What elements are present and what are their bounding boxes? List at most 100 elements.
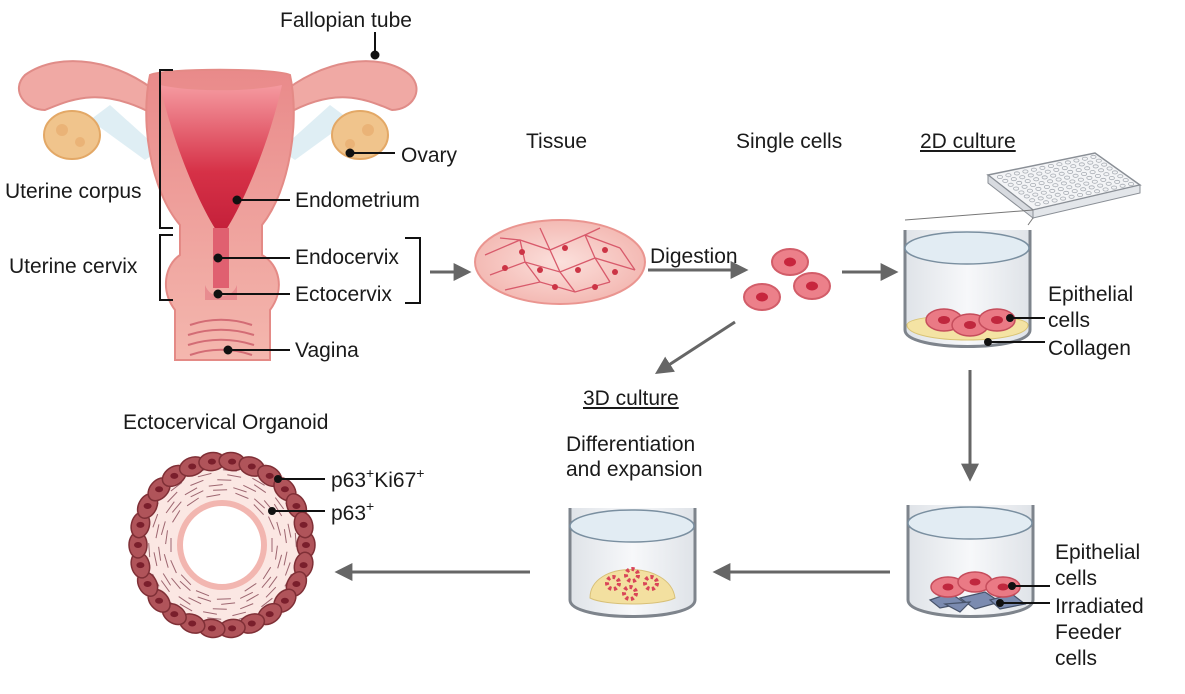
- organoid-fiber: [244, 582, 257, 592]
- single-cells: [743, 248, 831, 311]
- organoid-fiber: [197, 596, 212, 602]
- organoid-fiber: [253, 504, 264, 515]
- plate-well: [1072, 173, 1079, 178]
- organoid-cell-nucleus: [299, 562, 308, 569]
- organoid-fiber: [155, 524, 160, 539]
- label-feeder-epithelial-1: Epithelial: [1055, 541, 1141, 564]
- plate-well: [1066, 185, 1073, 190]
- plate-well: [1081, 171, 1088, 176]
- plate-well: [1100, 177, 1107, 182]
- p63-sup: +: [366, 465, 375, 481]
- plate-well: [1095, 158, 1102, 163]
- vagina-folds: [187, 318, 255, 356]
- organoid-fiber: [165, 530, 168, 545]
- label-uterine-corpus: Uterine corpus: [5, 180, 142, 203]
- label-single-cells: Single cells: [736, 130, 843, 153]
- organoid-fiber: [165, 501, 175, 514]
- organoid-fiber: [213, 489, 228, 491]
- plate-well: [1035, 186, 1042, 191]
- organoid-cell-nucleus: [247, 463, 256, 470]
- plate-well: [1043, 184, 1050, 189]
- organoid-cell-nucleus: [188, 620, 197, 627]
- organoid-fiber: [268, 576, 278, 588]
- organoid-fiber: [152, 513, 159, 528]
- organoid-cell-nucleus: [136, 521, 145, 528]
- plate-well: [1075, 168, 1082, 173]
- label-uterine-cervix: Uterine cervix: [9, 255, 138, 278]
- organoid-fiber: [261, 597, 273, 608]
- plate-well: [1021, 184, 1028, 189]
- plate-well: [1047, 179, 1054, 184]
- plate-well: [1051, 198, 1058, 203]
- organoid-fiber: [171, 501, 182, 513]
- plate-well: [1002, 178, 1009, 183]
- ovary-left: [43, 110, 101, 160]
- organoid-cell-nucleus: [188, 463, 197, 470]
- plate-well: [1013, 171, 1020, 176]
- plate-well: [1064, 160, 1071, 165]
- organoid-fiber: [188, 597, 202, 605]
- organoid-fiber: [253, 484, 267, 494]
- plate-well: [1071, 189, 1078, 194]
- plate-well: [1052, 183, 1059, 188]
- organoid-fiber: [283, 551, 288, 566]
- organoid-cell-nucleus: [134, 542, 142, 548]
- organoid-fiber: [252, 477, 265, 486]
- organoid-cell-nucleus: [247, 620, 256, 627]
- plate-well: [1013, 186, 1020, 191]
- organoid-cell-nucleus: [207, 458, 216, 465]
- plate-well: [1111, 185, 1118, 190]
- label-feeder-epithelial-2: cells: [1055, 567, 1098, 590]
- organoid-fiber: [246, 593, 259, 602]
- organoid-cell-nucleus: [228, 625, 237, 632]
- plate-well: [1053, 167, 1060, 172]
- ki67-text: Ki67: [374, 469, 417, 492]
- plate-well: [1105, 181, 1112, 186]
- label-differentiation-2: and expansion: [566, 458, 703, 481]
- organoid-fiber: [179, 603, 193, 612]
- organoid-fiber: [180, 574, 192, 586]
- organoid-fiber: [170, 559, 177, 574]
- organoid-fiber: [261, 576, 272, 589]
- fallopian-tube-right: [278, 60, 418, 117]
- organoid-fiber: [243, 484, 257, 492]
- plate-well: [1077, 177, 1084, 182]
- label-ectocervix: Ectocervix: [295, 283, 392, 306]
- plate-well: [1081, 156, 1088, 161]
- organoid-fiber: [190, 490, 204, 498]
- label-2d-epithelial-2: cells: [1048, 309, 1091, 332]
- plate-well: [1086, 175, 1093, 180]
- organoid-fiber: [284, 562, 291, 576]
- plate-well: [1078, 162, 1085, 167]
- plate-well: [1103, 172, 1110, 177]
- organoid-cell-nucleus: [292, 581, 301, 587]
- organoid-cell-nucleus: [136, 562, 145, 569]
- ovary-right: [331, 110, 389, 160]
- organoid-fiber: [239, 591, 254, 599]
- organoid-fiber: [206, 494, 221, 498]
- organoid-fiber: [227, 474, 242, 478]
- organoid-fiber: [265, 586, 277, 598]
- plate-well: [1102, 187, 1109, 192]
- organoid-cell-nucleus: [143, 581, 152, 587]
- organoid-fiber: [158, 546, 162, 561]
- plate-well: [1068, 194, 1075, 199]
- plate-well: [1089, 170, 1096, 175]
- organoid-fiber: [170, 482, 183, 492]
- plate-well: [1050, 173, 1057, 178]
- organoid-fiber: [232, 611, 247, 617]
- plate-well: [1061, 166, 1068, 171]
- plate-well: [1070, 164, 1077, 169]
- organoid-fiber: [179, 580, 191, 591]
- label-p63: p63+: [331, 498, 374, 525]
- organoid-cell-nucleus: [265, 472, 274, 479]
- organoid-fiber: [235, 492, 249, 499]
- organoid-fiber: [277, 554, 283, 569]
- plate-well: [1030, 182, 1037, 187]
- plate-well: [1019, 175, 1026, 180]
- organoid-cell-nucleus: [170, 472, 179, 479]
- plate-well: [1038, 181, 1045, 186]
- organoid-cell-nucleus: [292, 503, 301, 509]
- plate-well: [1122, 178, 1129, 183]
